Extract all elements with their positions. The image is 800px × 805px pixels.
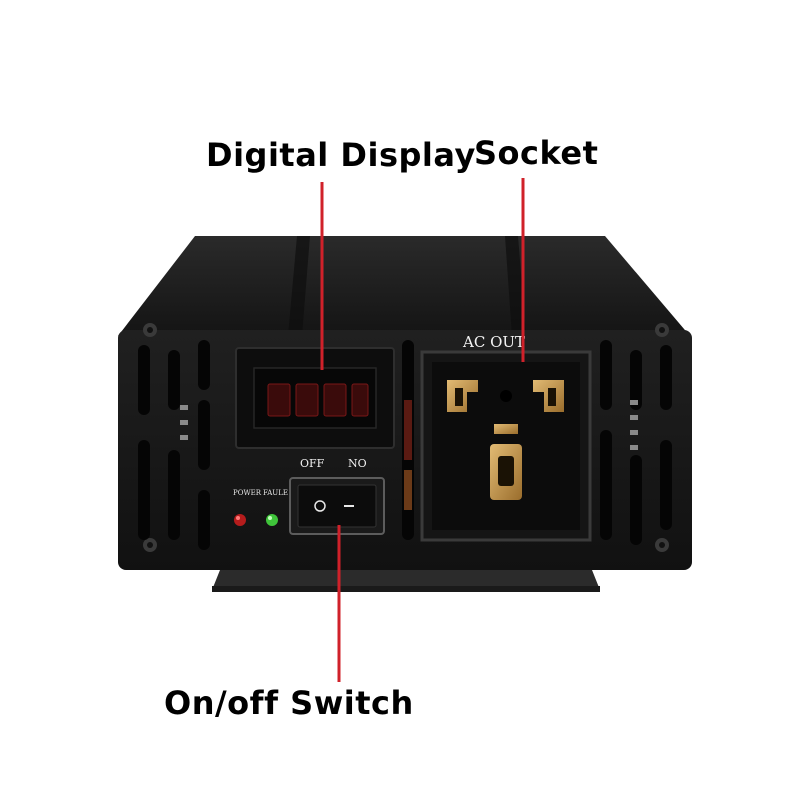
left-vent-slots (138, 340, 210, 550)
screw-icon (655, 323, 669, 337)
left-vent-fins (180, 405, 188, 440)
socket-earth-contact-icon (490, 424, 522, 500)
on-off-switch-callout: On/off Switch (164, 684, 414, 722)
socket-callout: Socket (474, 134, 599, 172)
socket-contact-icon (533, 380, 564, 412)
center-vent-slots (402, 340, 414, 540)
right-vent-fins (630, 400, 638, 450)
housing-top-rib (505, 236, 526, 336)
power-led-icon (234, 514, 246, 526)
display-digits (267, 383, 369, 417)
screw-icon (655, 538, 669, 552)
switch-on-label: NO (348, 457, 367, 470)
screw-icon (143, 538, 157, 552)
fault-led-icon (266, 514, 278, 526)
socket-label: AC OUT (462, 333, 525, 351)
switch-off-label: OFF (300, 457, 325, 470)
socket-center-hole (500, 390, 512, 402)
switch-off-symbol-icon (314, 500, 326, 512)
mounting-plate (212, 565, 600, 590)
rocker-switch[interactable] (289, 477, 385, 535)
housing-top-rib (288, 236, 310, 336)
screw-icon (143, 323, 157, 337)
mounting-plate-edge (212, 586, 600, 592)
fault-led-label: FAULE (263, 489, 288, 497)
housing-top (118, 236, 690, 336)
socket-contact-icon (447, 380, 478, 412)
digital-display-callout: Digital Display (206, 136, 476, 174)
switch-on-symbol-icon (344, 505, 354, 507)
power-led-label: POWER (233, 489, 262, 497)
right-vent-slots (600, 340, 672, 545)
